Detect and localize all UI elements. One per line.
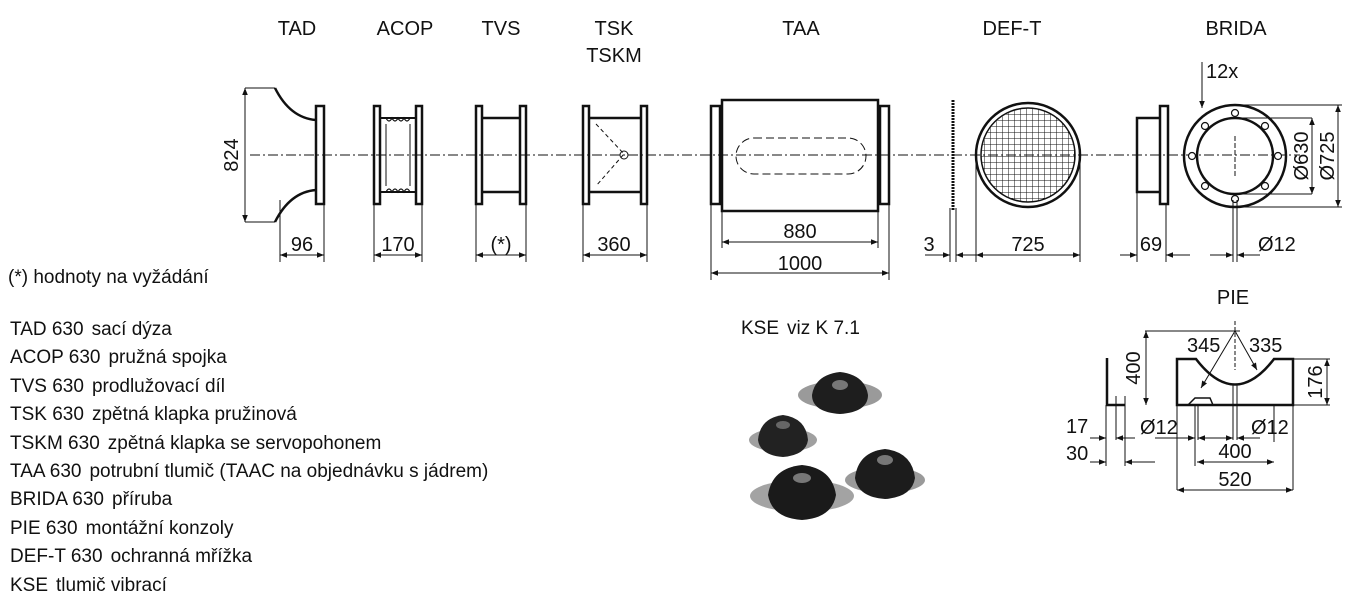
legend-item: TSK 630 zpětná klapka pružinová [10, 401, 488, 429]
legend-item: PIE 630 montážní konzoly [10, 515, 488, 543]
legend-text: zpětná klapka pružinová [91, 404, 297, 426]
label-tsk: TSK [595, 18, 635, 40]
dim-brida-inner: Ø630 [1291, 132, 1313, 181]
component-legend: TAD 630 sací dýza ACOP 630 pružná spojka T… [10, 316, 488, 600]
legend-text: prodlužovací díl [91, 375, 226, 397]
note-on-request: (*) hodnoty na vyžádání [8, 267, 209, 288]
taa-drawing [709, 98, 891, 213]
legend-text: pružná spojka [108, 347, 227, 369]
legend-text: montážní konzoly [85, 517, 234, 539]
dim-pie-520: 520 [1218, 469, 1251, 491]
dim-tvs-length: (*) [490, 234, 511, 256]
kse-reference: KSE viz K 7.1 [741, 318, 860, 340]
dim-brida-length: 69 [1140, 234, 1162, 256]
legend-text: zpětná klapka se servopohonem [107, 432, 382, 454]
dim-acop-length: 170 [381, 234, 414, 256]
legend-text: příruba [112, 489, 173, 511]
dim-brida-hole: Ø12 [1258, 234, 1296, 256]
dim-pie-side: 176 [1305, 365, 1327, 398]
legend-item: TVS 630 prodlužovací díl [10, 373, 488, 401]
legend-item: ACOP 630 pružná spojka [10, 344, 488, 372]
legend-text: potrubní tlumič (TAAC na objednávku s já… [89, 461, 489, 483]
dim-pie-r-right: 335 [1249, 335, 1282, 357]
brida-drawing [1135, 103, 1288, 209]
legend-item: TAA 630 potrubní tlumič (TAAC na objednáv… [10, 458, 488, 486]
pie-drawing [1105, 357, 1295, 407]
kse-code: KSE [741, 318, 780, 339]
label-pie: PIE [1217, 287, 1249, 309]
legend-code: BRIDA 630 [10, 489, 104, 511]
dim-pie-hole-left: Ø12 [1140, 417, 1178, 439]
deft-drawing [951, 100, 1082, 210]
legend-code: PIE 630 [10, 517, 78, 539]
legend-text: ochranná mřížka [110, 546, 253, 568]
legend-item: DEF-T 630 ochranná mřížka [10, 543, 488, 571]
dim-pie-height: 400 [1123, 351, 1145, 384]
legend-item: KSE tlumič vibrací [10, 572, 488, 600]
label-deft: DEF-T [983, 18, 1042, 40]
legend-code: ACOP 630 [10, 347, 101, 369]
legend-text: sací dýza [91, 319, 172, 340]
legend-code: KSE [10, 574, 49, 596]
legend-code: DEF-T 630 [10, 546, 103, 568]
kse-text: viz K 7.1 [787, 318, 860, 339]
brida-holes-count: 12x [1206, 61, 1238, 83]
dim-pie-hole-right: Ø12 [1251, 417, 1289, 439]
kse-damper-photo [749, 372, 925, 520]
legend-item: TAD 630 sací dýza [10, 316, 488, 344]
legend-code: TAD 630 [10, 319, 84, 340]
dim-brida-outer: Ø725 [1317, 132, 1339, 181]
dim-pie-30: 30 [1066, 443, 1088, 465]
tvs-drawing [474, 104, 528, 206]
dim-tsk-length: 360 [597, 234, 630, 256]
label-acop: ACOP [377, 18, 434, 40]
tsk-drawing [581, 104, 649, 206]
legend-code: TSKM 630 [10, 432, 100, 454]
label-tad: TAD [278, 18, 317, 40]
dim-taa-total: 1000 [778, 253, 823, 275]
dim-pie-17: 17 [1066, 416, 1088, 438]
tad-drawing [273, 87, 326, 223]
label-taa: TAA [782, 18, 820, 40]
label-tskm: TSKM [586, 45, 642, 67]
legend-text: tlumič vibrací [56, 574, 167, 596]
dim-tad-height: 824 [221, 138, 243, 171]
legend-item: BRIDA 630 příruba [10, 486, 488, 514]
legend-item: TSKM 630 zpětná klapka se servopohonem [10, 430, 488, 458]
legend-code: TAA 630 [10, 461, 82, 483]
dimension-lines [242, 62, 1342, 493]
dim-taa-inner: 880 [783, 221, 816, 243]
dim-tad-length: 96 [291, 234, 313, 256]
dim-pie-r-left: 345 [1187, 335, 1220, 357]
acop-drawing [372, 104, 424, 206]
label-tvs: TVS [482, 18, 521, 40]
dim-deft-thickness: 3 [923, 234, 934, 256]
label-brida: BRIDA [1205, 18, 1267, 40]
legend-code: TSK 630 [10, 404, 84, 426]
legend-code: TVS 630 [10, 375, 84, 397]
dim-deft-diameter: 725 [1011, 234, 1044, 256]
dim-pie-400: 400 [1218, 441, 1251, 463]
